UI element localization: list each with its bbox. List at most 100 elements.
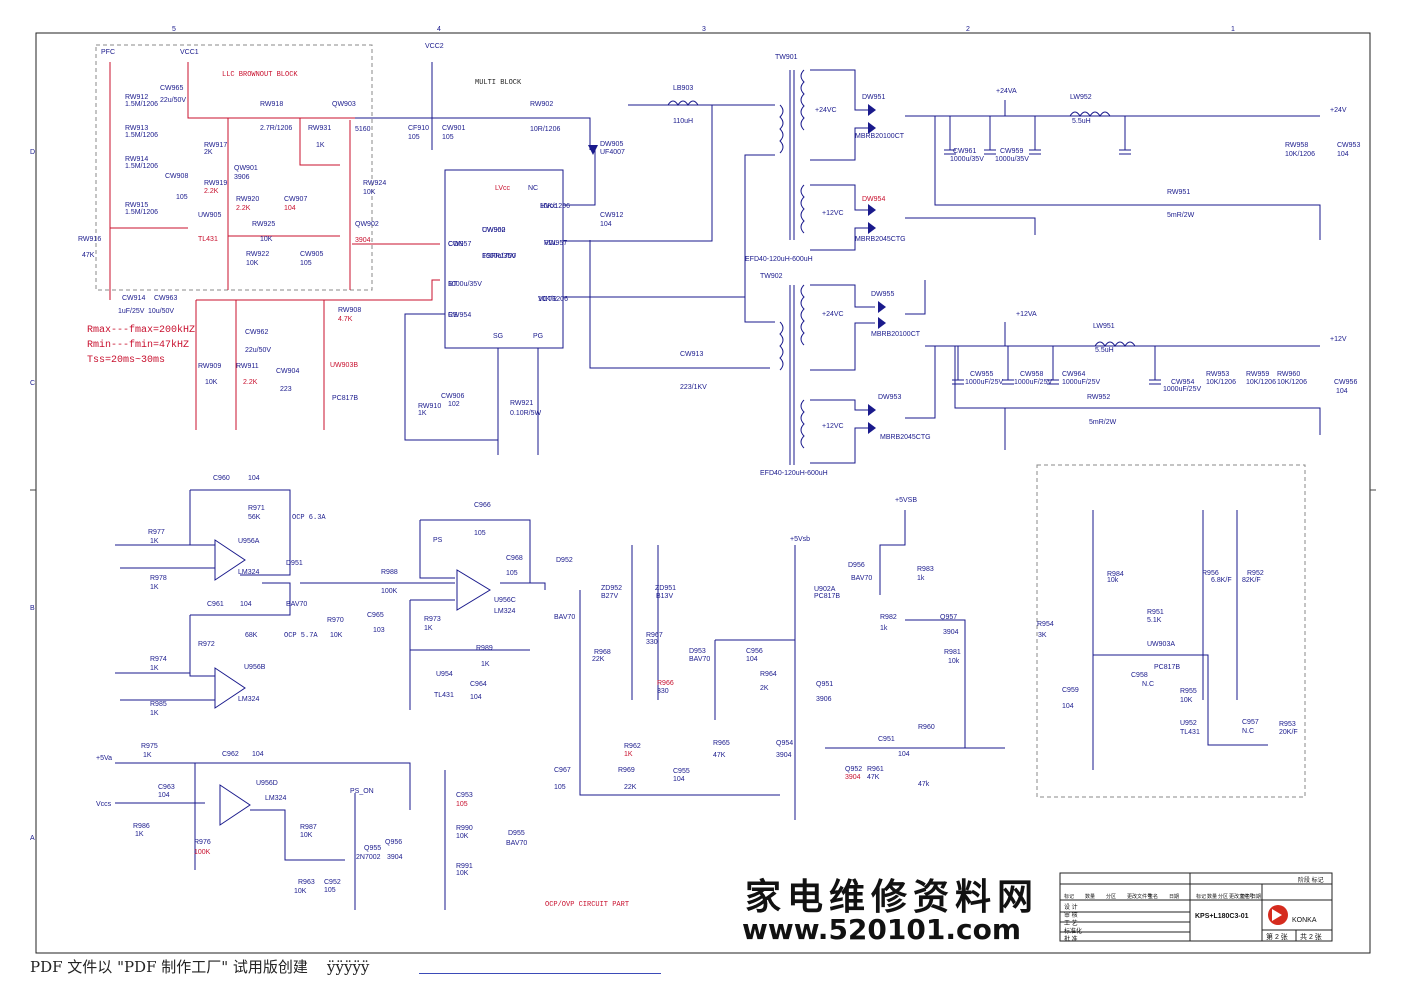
component-label: R952	[1247, 570, 1264, 577]
component-label: UW903A	[1147, 641, 1175, 648]
component-label: 10K	[330, 632, 343, 639]
component-label: R963	[298, 879, 315, 886]
component-label: 10K	[1180, 697, 1193, 704]
component-label: 3K	[1038, 632, 1047, 639]
component-label: 20K/F	[1279, 729, 1298, 736]
net-label: +5Vsb	[790, 536, 810, 543]
component-label: 5mR/2W	[1167, 212, 1195, 219]
pin-con: CW957	[448, 241, 471, 248]
component-label: C963	[158, 784, 175, 791]
component-label: 22K	[592, 656, 605, 663]
sheet-border	[35, 32, 1371, 954]
column-marker: 2	[966, 26, 970, 33]
component-label: 1uF/25V	[118, 308, 145, 315]
uw902-controller	[444, 169, 564, 349]
vdl-wire	[563, 105, 713, 242]
component-label: CW954	[1171, 379, 1194, 386]
component-label: U956B	[244, 664, 266, 671]
component-label: CW906	[441, 393, 464, 400]
component-label: U952	[1180, 720, 1197, 727]
component-label: RW915	[125, 202, 148, 209]
component-label: CS	[448, 312, 458, 319]
vctr-wire	[563, 296, 775, 323]
component-label: 102	[448, 401, 460, 408]
footer-link[interactable]: ÿÿÿÿÿ	[327, 958, 370, 976]
ocp-63-title: OCP 6.3A	[292, 514, 326, 522]
component-label: D951	[286, 560, 303, 567]
component-label: U902A	[814, 586, 836, 593]
component-label: 2.2K	[236, 205, 251, 212]
title-header-cell: 分区	[1218, 893, 1228, 900]
component-label: TL431	[1180, 729, 1200, 736]
component-label: CW905	[300, 251, 323, 258]
component-label: 10K	[456, 870, 469, 877]
component-label: 1K	[624, 751, 633, 758]
component-label: 2.2K	[204, 188, 219, 195]
component-label: R965	[713, 740, 730, 747]
pin-cs: RW954	[448, 312, 471, 319]
component-label: R987	[300, 824, 317, 831]
net-label: PS_ON	[350, 788, 374, 795]
title-sheet-no: 第 2 张	[1266, 932, 1288, 941]
component-label: BAV70	[851, 575, 872, 582]
component-label: R953	[1279, 721, 1296, 728]
component-label: 10K	[363, 189, 376, 196]
note-tss: Tss=20ms~30ms	[87, 355, 165, 366]
component-label: 10K	[246, 260, 259, 267]
title-header-cell: 签名	[1148, 893, 1158, 900]
net-label: +12VC	[822, 210, 844, 217]
component-label: ZD952	[601, 585, 622, 592]
component-label: 104	[470, 694, 482, 701]
component-label: C968	[506, 555, 523, 562]
component-label: CW956	[1334, 379, 1357, 386]
component-label: R981	[944, 649, 961, 656]
component-label: D956	[848, 562, 865, 569]
component-label: CW901	[442, 125, 465, 132]
component-label: D952	[556, 557, 573, 564]
component-label: R988	[381, 569, 398, 576]
component-label: 82K/F	[1242, 577, 1261, 584]
component-label: Q954	[776, 740, 793, 747]
llc-block-title: LLC BROWNOUT BLOCK	[222, 71, 298, 79]
component-label: C953	[456, 792, 473, 799]
component-label: 104	[1337, 151, 1349, 158]
component-label: 105	[442, 134, 454, 141]
title-model: KPS+L180C3-01	[1195, 913, 1249, 920]
tw902-transformer	[779, 284, 805, 465]
component-label: 105	[474, 530, 486, 537]
component-label: 105	[456, 801, 468, 808]
component-label: 104	[673, 776, 685, 783]
component-label: BAV70	[554, 614, 575, 621]
component-label: R974	[150, 656, 167, 663]
title-role-label: 设 计	[1064, 903, 1078, 911]
component-label: LVcc	[495, 185, 511, 192]
component-label: 104	[240, 601, 252, 608]
note-rmax: Rmax---fmax=200kHZ	[87, 324, 195, 336]
component-label: 4.7K	[338, 316, 353, 323]
component-label: QW901	[234, 165, 258, 172]
component-label: 10K	[205, 379, 218, 386]
watermark-url: www.520101.com	[742, 913, 1021, 946]
vcc-hvcc-line	[355, 117, 591, 150]
component-label: FSFR1700	[482, 253, 516, 260]
title-block	[1059, 872, 1333, 942]
component-label: MBRB20100CT	[855, 133, 905, 140]
component-label: R971	[248, 505, 265, 512]
component-label: RW910	[418, 403, 441, 410]
component-label: 1K	[150, 710, 159, 717]
net-label: +5VSB	[895, 497, 917, 504]
net-label: +24V	[1330, 107, 1347, 114]
component-label: RW908	[338, 307, 361, 314]
component-label: R983	[917, 566, 934, 573]
component-label: VDL	[544, 240, 558, 247]
component-label: R968	[594, 649, 611, 656]
component-label: 1000uF/25V	[965, 379, 1003, 386]
component-label: 1K	[316, 142, 325, 149]
component-label: 104	[1062, 703, 1074, 710]
llc-wiring	[109, 62, 440, 430]
component-label: 6.8K/F	[1211, 577, 1232, 584]
component-label: QW902	[355, 221, 379, 228]
component-label: LM324	[494, 608, 516, 615]
tw901-transformer	[779, 69, 805, 240]
